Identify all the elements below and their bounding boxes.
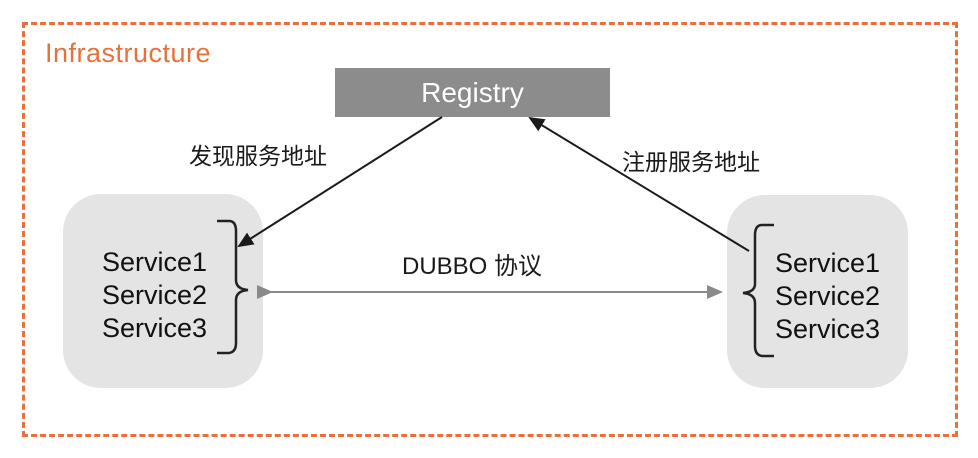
service-provider-node: Service1 Service2 Service3 — [727, 195, 908, 388]
infrastructure-title: Infrastructure — [45, 38, 212, 68]
consumer-service-item: Service3 — [102, 313, 208, 343]
consumer-service-item: Service2 — [102, 280, 208, 310]
provider-service-item: Service1 — [775, 248, 881, 278]
infrastructure-frame — [22, 22, 958, 437]
discover-edge-label: 发现服务地址 — [189, 143, 327, 169]
consumer-service-list: Service1 Service2 Service3 — [102, 246, 207, 345]
provider-service-item: Service3 — [775, 314, 881, 344]
provider-service-item: Service2 — [775, 281, 881, 311]
consumer-service-item: Service1 — [102, 247, 208, 277]
provider-service-list: Service1 Service2 Service3 — [775, 247, 880, 346]
registry-node: Registry — [335, 68, 610, 117]
protocol-edge-label: DUBBO 协议 — [402, 253, 543, 280]
register-edge-label: 注册服务地址 — [622, 149, 760, 175]
service-consumer-node: Service1 Service2 Service3 — [63, 194, 263, 388]
registry-label: Registry — [421, 76, 524, 108]
